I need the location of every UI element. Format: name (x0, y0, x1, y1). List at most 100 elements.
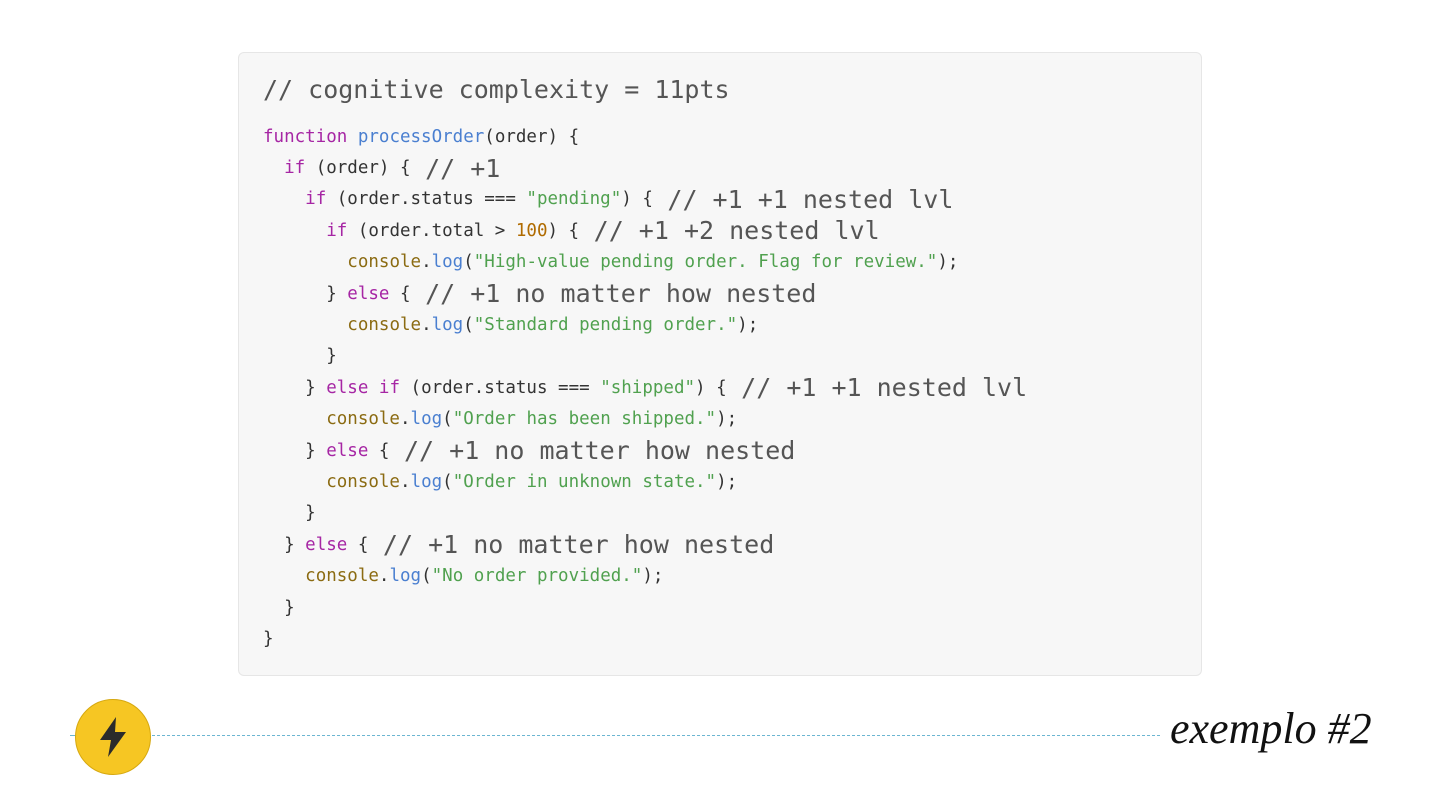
keyword-token: if (284, 158, 306, 179)
code-line: if (order) { // +1 (263, 152, 1027, 183)
keyword-token: if (326, 220, 348, 241)
code-text: ); (737, 315, 759, 336)
keyword-token: else (305, 534, 348, 555)
code-line: } else { // +1 no matter how nested (263, 278, 1027, 309)
keyword-token: else if (326, 377, 400, 398)
code-indent (263, 378, 305, 398)
example-label: exemplo #2 (1170, 704, 1372, 753)
code-text: } (326, 346, 337, 367)
slide-footer: exemplo #2 (0, 695, 1440, 785)
code-text: } (263, 628, 274, 649)
complexity-comment: // +1 +1 nested lvl (667, 184, 954, 214)
string-token: "Order in unknown state." (452, 471, 717, 492)
code-text: (order) { (484, 126, 580, 147)
code-text: ); (937, 252, 959, 273)
code-text: ); (716, 471, 738, 492)
code-text: } (284, 534, 306, 555)
code-text: } (305, 503, 316, 524)
code-text: ) { (547, 220, 590, 241)
code-indent (263, 598, 284, 618)
code-indent (263, 566, 305, 586)
code-text: (order.total > (347, 220, 516, 241)
lightning-bolt-icon (100, 717, 126, 757)
code-line: } (263, 592, 1027, 623)
object-token: console (347, 252, 422, 273)
code-text: . (399, 471, 411, 492)
code-indent (263, 284, 326, 304)
code-line: if (order.total > 100) { // +1 +2 nested… (263, 215, 1027, 246)
code-text: (order.status === (326, 189, 527, 210)
complexity-comment: // +1 no matter how nested (404, 436, 796, 466)
code-line: console.log("Order has been shipped."); (263, 404, 1027, 435)
code-indent (263, 315, 347, 335)
code-text (347, 127, 358, 147)
code-indent (263, 503, 305, 523)
code-text: ( (463, 315, 474, 336)
complexity-comment: // +1 (425, 153, 501, 183)
complexity-comment: // +1 no matter how nested (382, 530, 775, 560)
code-text: { (368, 440, 400, 461)
code-text: } (305, 377, 327, 398)
method-token: log (431, 252, 464, 273)
code-line: console.log("High-value pending order. F… (263, 247, 1027, 278)
code-line: console.log("No order provided."); (263, 560, 1027, 591)
object-token: console (347, 315, 422, 336)
complexity-header-comment: // cognitive complexity = 11pts (263, 75, 730, 104)
code-line: } (263, 498, 1027, 529)
code-indent (263, 441, 305, 461)
code-text: (order.status === (400, 377, 601, 398)
code-line: function processOrder(order) { (263, 121, 1027, 152)
keyword-token: else (326, 440, 369, 461)
code-line: } (263, 341, 1027, 372)
code-text: ) { (695, 377, 738, 398)
string-token: "High-value pending order. Flag for revi… (473, 252, 938, 273)
code-text: . (378, 566, 390, 587)
code-line: } else { // +1 no matter how nested (263, 529, 1027, 560)
code-indent (263, 221, 326, 241)
complexity-comment: // +1 +1 nested lvl (741, 373, 1028, 403)
code-text: { (389, 283, 422, 304)
object-token: console (326, 409, 400, 430)
dashed-divider-line (152, 735, 1160, 736)
code-text: } (326, 283, 348, 304)
string-token: "shipped" (600, 377, 696, 398)
code-text: ( (421, 566, 432, 587)
keyword-token: if (305, 189, 327, 210)
code-indent (263, 346, 326, 366)
method-token: log (410, 471, 443, 492)
code-text: (order) { (305, 158, 422, 179)
string-token: "pending" (526, 189, 622, 210)
method-token: log (410, 409, 443, 430)
code-line: console.log("Order in unknown state."); (263, 466, 1027, 497)
code-indent (263, 472, 326, 492)
code-line: } else if (order.status === "shipped") {… (263, 372, 1027, 403)
code-text: ( (463, 252, 474, 273)
code-indent (263, 252, 347, 272)
code-text: ) { (621, 189, 664, 210)
code-text: . (399, 409, 411, 430)
code-line: if (order.status === "pending") { // +1 … (263, 184, 1027, 215)
code-line: } (263, 623, 1027, 654)
code-text: { (347, 534, 379, 555)
code-text: ( (442, 409, 453, 430)
object-token: console (326, 471, 400, 492)
code-indent (263, 158, 284, 178)
code-indent (263, 189, 305, 209)
code-text: ); (716, 409, 738, 430)
keyword-token: else (347, 283, 390, 304)
code-indent (263, 409, 326, 429)
code-panel: // cognitive complexity = 11pts function… (238, 52, 1202, 676)
string-token: "No order provided." (431, 566, 643, 587)
keyword-token: function (263, 126, 348, 147)
string-token: "Order has been shipped." (452, 409, 717, 430)
method-token: log (431, 315, 464, 336)
code-line: console.log("Standard pending order."); (263, 309, 1027, 340)
code-text: } (284, 597, 295, 618)
divider-stub (70, 735, 76, 736)
code-text: . (421, 315, 432, 336)
code-text: . (421, 252, 432, 273)
number-token: 100 (515, 220, 548, 241)
code-text: ); (642, 566, 664, 587)
code-text: } (305, 440, 327, 461)
object-token: console (305, 566, 379, 587)
